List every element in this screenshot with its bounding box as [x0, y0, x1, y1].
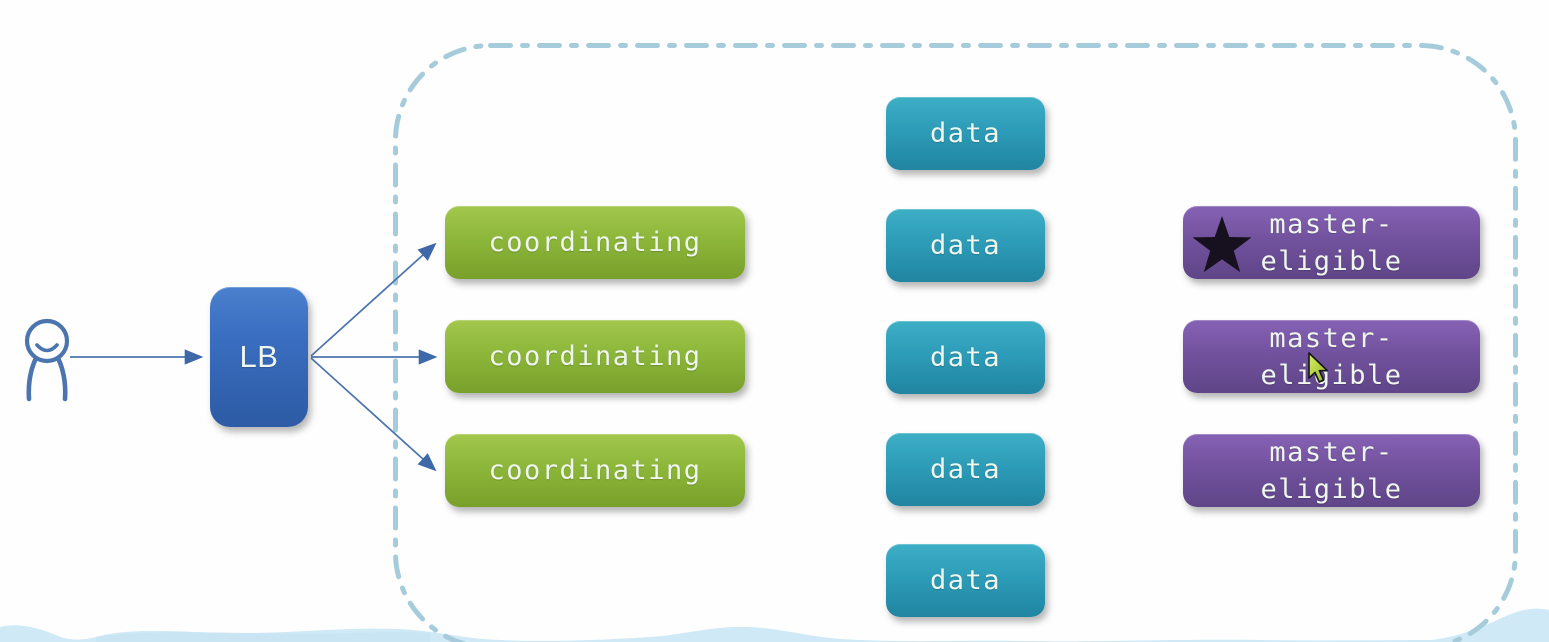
arrow-lb-to-coordinating-1: [310, 242, 437, 357]
node-data-1: data: [886, 97, 1045, 170]
star-icon: [1192, 216, 1252, 273]
data-label: data: [929, 230, 1002, 261]
node-data-4: data: [886, 433, 1045, 506]
node-master-eligible-2: master- eligible: [1183, 320, 1480, 393]
coordinating-label: coordinating: [488, 341, 702, 372]
master-label-line2: eligible: [1260, 359, 1403, 391]
master-label-line1: master-: [1269, 436, 1394, 468]
cursor-icon: [1308, 352, 1329, 383]
arrow-lb-to-coordinating-3: [310, 357, 437, 472]
node-master-eligible-1: master- eligible: [1183, 206, 1480, 279]
user-icon: [24, 318, 70, 402]
master-label-line2: eligible: [1260, 245, 1403, 277]
master-label-line2: eligible: [1260, 473, 1403, 505]
data-label: data: [929, 342, 1002, 373]
coordinating-label: coordinating: [488, 455, 702, 486]
data-label: data: [929, 118, 1002, 149]
node-coordinating-3: coordinating: [445, 434, 745, 507]
node-data-3: data: [886, 321, 1045, 394]
connector-arrows: [70, 242, 438, 472]
node-data-2: data: [886, 209, 1045, 282]
cluster-boundary: [393, 43, 1518, 642]
node-data-5: data: [886, 544, 1045, 617]
node-coordinating-2: coordinating: [445, 320, 745, 393]
master-label-line1: master-: [1269, 208, 1394, 240]
data-label: data: [929, 565, 1002, 596]
data-label: data: [929, 454, 1002, 485]
node-load-balancer: LB: [210, 287, 308, 427]
load-balancer-label: LB: [239, 339, 279, 374]
watercolor-wash-accent: [96, 631, 430, 642]
coordinating-label: coordinating: [488, 227, 702, 258]
master-label-line1: master-: [1269, 322, 1394, 354]
node-coordinating-1: coordinating: [445, 206, 745, 279]
node-master-eligible-3: master- eligible: [1183, 434, 1480, 507]
